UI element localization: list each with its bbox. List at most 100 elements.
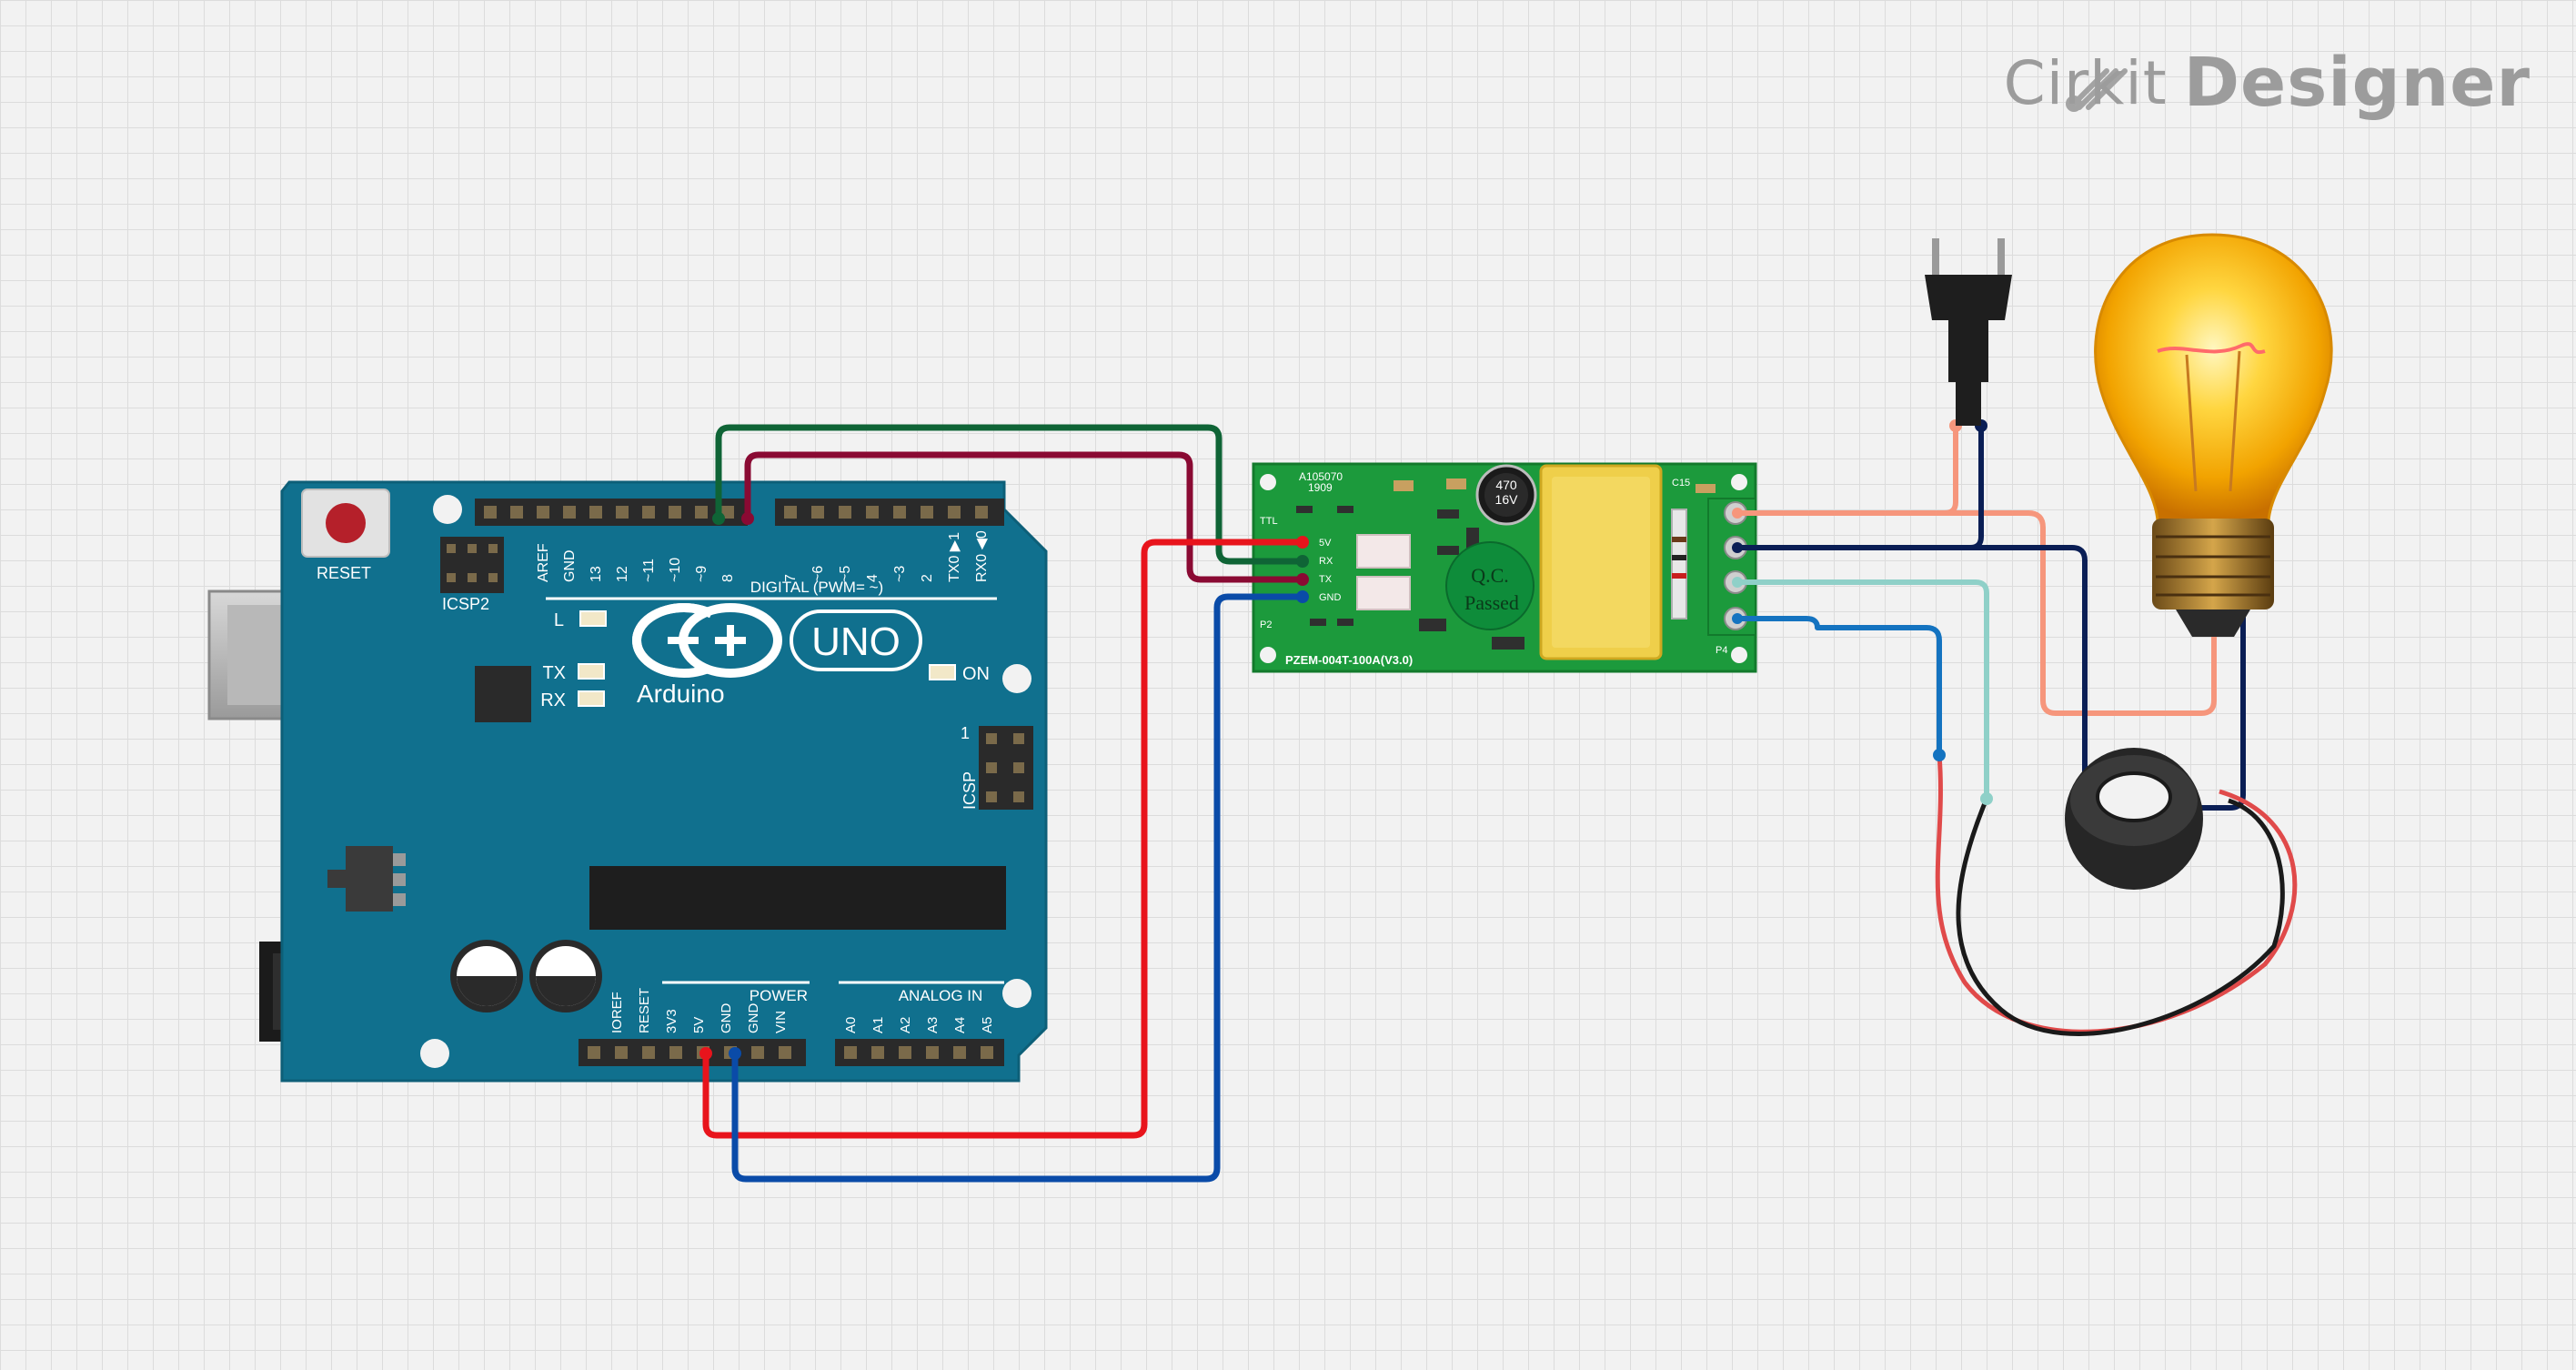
- led-rx-label: RX: [540, 690, 566, 710]
- digital-pin-label: 7: [783, 574, 799, 582]
- header-pin[interactable]: [510, 506, 523, 519]
- header-pin[interactable]: [563, 506, 576, 519]
- analog-pin-label: A5: [980, 1017, 995, 1033]
- header-pin[interactable]: [695, 506, 708, 519]
- uno-text: UNO: [811, 620, 901, 664]
- icsp2-label: ICSP2: [442, 595, 489, 613]
- pzem-ttl-label: TTL: [1260, 516, 1278, 527]
- header-pin[interactable]: [669, 1046, 682, 1059]
- header-pin[interactable]: [871, 1046, 884, 1059]
- wire-navy-plug[interactable]: [1737, 426, 1984, 550]
- wire-darkred-d8[interactable]: [744, 451, 1303, 583]
- wire-blue-gnd[interactable]: [731, 593, 1303, 1183]
- pzem-model-label: PZEM-004T-100A(V3.0): [1285, 653, 1413, 667]
- header-pin[interactable]: [953, 1046, 966, 1059]
- header-pin[interactable]: [751, 1046, 764, 1059]
- header-pin[interactable]: [921, 506, 933, 519]
- power-pin-label: RESET: [637, 988, 652, 1033]
- cirkit-designer-brand: Cirkit Designer: [2004, 44, 2531, 122]
- pzem-code-year: 1909: [1308, 481, 1333, 494]
- header-pin[interactable]: [642, 506, 655, 519]
- wire-red-5v[interactable]: [702, 539, 1303, 1139]
- analog-header[interactable]: [835, 1039, 1004, 1066]
- header-pin[interactable]: [899, 1046, 911, 1059]
- header-pin[interactable]: [642, 1046, 655, 1059]
- header-pin[interactable]: [948, 506, 961, 519]
- led-on-label: ON: [962, 664, 990, 684]
- header-pin[interactable]: [926, 1046, 939, 1059]
- analog-pin-label: A1: [870, 1017, 886, 1033]
- mounting-hole: [1002, 664, 1031, 693]
- digital-pin-label: AREF: [536, 543, 551, 582]
- voltage-regulator: [327, 846, 406, 912]
- wire-salmon-plug[interactable]: [1737, 429, 1958, 516]
- header-pin[interactable]: [669, 506, 681, 519]
- digital-pin-label: TX0 ▶1: [947, 532, 962, 582]
- arduino-logo-icon: [632, 603, 782, 678]
- pzem-electrolytic-capacitor: [1475, 464, 1537, 526]
- header-pin[interactable]: [779, 1046, 791, 1059]
- mounting-hole: [433, 495, 462, 524]
- pzem-p4-label: P4: [1716, 645, 1727, 656]
- ct-lead-black[interactable]: [1956, 798, 2285, 1036]
- header-pin[interactable]: [615, 1046, 628, 1059]
- header-pin[interactable]: [811, 506, 824, 519]
- pzem-cap-voltage: 16V: [1495, 492, 1519, 507]
- cirkit-logo-icon: [2066, 68, 2128, 112]
- power-pin-label: GND: [719, 1003, 734, 1034]
- digital-pin-label: RX0 ◀0: [974, 530, 990, 582]
- pzem-c15-label: C15: [1672, 478, 1690, 489]
- mounting-hole: [1002, 979, 1031, 1008]
- digital-pin-label: 8: [720, 574, 736, 582]
- header-pin[interactable]: [537, 506, 549, 519]
- current-transformer-icon[interactable]: [2065, 748, 2203, 890]
- wire-sensor-ct[interactable]: [1737, 616, 1942, 755]
- capacitor-left: [450, 940, 523, 1012]
- led-tx: [578, 663, 605, 680]
- light-bulb-icon[interactable]: [2094, 233, 2333, 637]
- digital-pin-label: ~5: [838, 566, 853, 582]
- header-pin[interactable]: [893, 506, 906, 519]
- led-l-label: L: [554, 610, 564, 630]
- power-pin-label: IOREF: [609, 992, 625, 1033]
- header-pin[interactable]: [866, 506, 879, 519]
- digital-pin-label: ~3: [892, 566, 908, 582]
- wire-green-d9[interactable]: [715, 424, 1303, 565]
- header-pin[interactable]: [484, 506, 497, 519]
- pzem-pin-label: TX: [1319, 574, 1333, 585]
- ac-plug-icon[interactable]: [1925, 238, 2012, 426]
- header-pin[interactable]: [721, 506, 734, 519]
- header-pin[interactable]: [588, 1046, 600, 1059]
- header-pin[interactable]: [616, 506, 629, 519]
- brand-product: Designer: [2183, 44, 2531, 122]
- header-pin[interactable]: [981, 1046, 993, 1059]
- digital-header-left[interactable]: [475, 499, 748, 526]
- uno-badge: [790, 609, 922, 671]
- optocoupler: [1356, 576, 1411, 610]
- brand-name: Cirkit: [2003, 47, 2168, 118]
- header-pin[interactable]: [839, 506, 851, 519]
- pzem-hole: [1260, 474, 1276, 490]
- header-pin[interactable]: [844, 1046, 857, 1059]
- analog-label: ANALOG IN: [899, 987, 983, 1004]
- power-header[interactable]: [579, 1039, 806, 1066]
- x2-capacitor: [1539, 464, 1663, 660]
- header-pin[interactable]: [784, 506, 797, 519]
- digital-header-right[interactable]: [775, 499, 1004, 526]
- wire-salmon-bulb[interactable]: [1737, 510, 2217, 716]
- header-pin[interactable]: [589, 506, 602, 519]
- header-pin[interactable]: [975, 506, 988, 519]
- wire-teal-ct[interactable]: [1737, 579, 1989, 799]
- optocoupler: [1356, 534, 1411, 569]
- reset-button-cap[interactable]: [326, 503, 366, 543]
- power-label: POWER: [750, 987, 808, 1004]
- digital-pin-label: ~6: [810, 566, 826, 582]
- pzem-cap-value: 470: [1495, 478, 1517, 492]
- icsp-header[interactable]: [979, 726, 1033, 810]
- icsp2-header[interactable]: [440, 537, 504, 593]
- led-tx-label: TX: [542, 663, 566, 683]
- power-pin-label: GND: [746, 1003, 761, 1034]
